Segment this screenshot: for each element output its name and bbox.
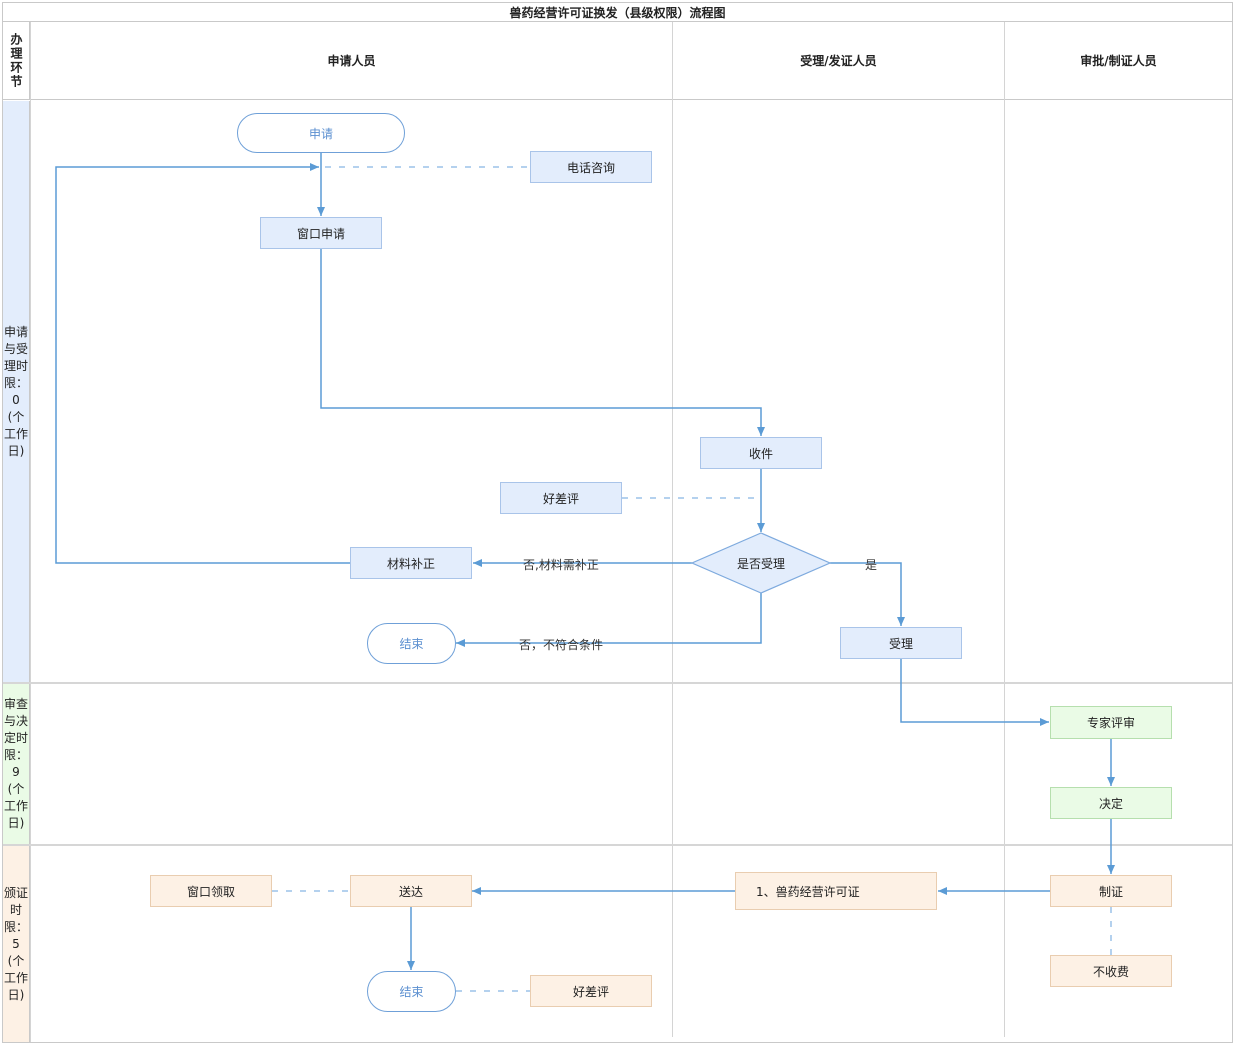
header-stage-label: 办理环节 bbox=[9, 32, 23, 89]
lane-header-applicant: 申请人员 bbox=[31, 22, 672, 100]
make-cert-box: 制证 bbox=[1050, 875, 1172, 907]
header-stage-column: 办理环节 bbox=[3, 22, 30, 100]
edge-window-to-receive bbox=[320, 248, 765, 436]
edge-label-no-supplement: 否,材料需补正 bbox=[523, 558, 599, 572]
license-box: 1、兽药经营许可证 bbox=[735, 872, 937, 910]
receive-box: 收件 bbox=[700, 437, 822, 469]
expert-review-box: 专家评审 bbox=[1050, 706, 1172, 739]
edge-label-yes: 是 bbox=[865, 558, 878, 572]
window-apply-box: 窗口申请 bbox=[260, 217, 382, 249]
edge-decide-to-accept bbox=[830, 562, 905, 626]
lane-divider bbox=[672, 22, 673, 1037]
lane-header-acceptor: 受理/发证人员 bbox=[673, 22, 1004, 100]
accept-box: 受理 bbox=[840, 627, 962, 659]
stage-apply-accept: 申请与受理时限：0(个工作日) bbox=[3, 101, 30, 682]
lane-divider bbox=[1004, 22, 1005, 1037]
start-apply-terminal: 申请 bbox=[237, 113, 405, 153]
window-pickup-box: 窗口领取 bbox=[150, 875, 272, 907]
decision-box: 决定 bbox=[1050, 787, 1172, 819]
stage-review-decide: 审查与决定时限：9(个工作日) bbox=[3, 684, 30, 844]
diagram-title: 兽药经营许可证换发（县级权限）流程图 bbox=[3, 3, 1232, 22]
lane-header-approver: 审批/制证人员 bbox=[1005, 22, 1232, 100]
end-terminal-1: 结束 bbox=[367, 623, 456, 664]
lane-divider bbox=[30, 22, 31, 1042]
edge-supplement-loop bbox=[55, 163, 351, 564]
rating-box-1: 好差评 bbox=[500, 482, 622, 514]
deliver-box: 送达 bbox=[350, 875, 472, 907]
stage-issue: 颁证时限：5(个工作日) bbox=[3, 846, 30, 1042]
edge-accept-to-expert bbox=[900, 659, 1049, 726]
decision-diamond bbox=[690, 532, 832, 594]
edge-decide-to-end bbox=[456, 592, 762, 647]
rating-box-2: 好差评 bbox=[530, 975, 652, 1007]
stage-divider bbox=[3, 844, 1232, 846]
edge-label-no-unqualified: 否，不符合条件 bbox=[519, 638, 604, 652]
no-fee-box: 不收费 bbox=[1050, 955, 1172, 987]
stage-divider bbox=[3, 682, 1232, 684]
end-terminal-2: 结束 bbox=[367, 971, 456, 1012]
decide-accept-label: 是否受理 bbox=[736, 556, 785, 571]
phone-consult-box: 电话咨询 bbox=[530, 151, 652, 183]
supplement-box: 材料补正 bbox=[350, 547, 472, 579]
